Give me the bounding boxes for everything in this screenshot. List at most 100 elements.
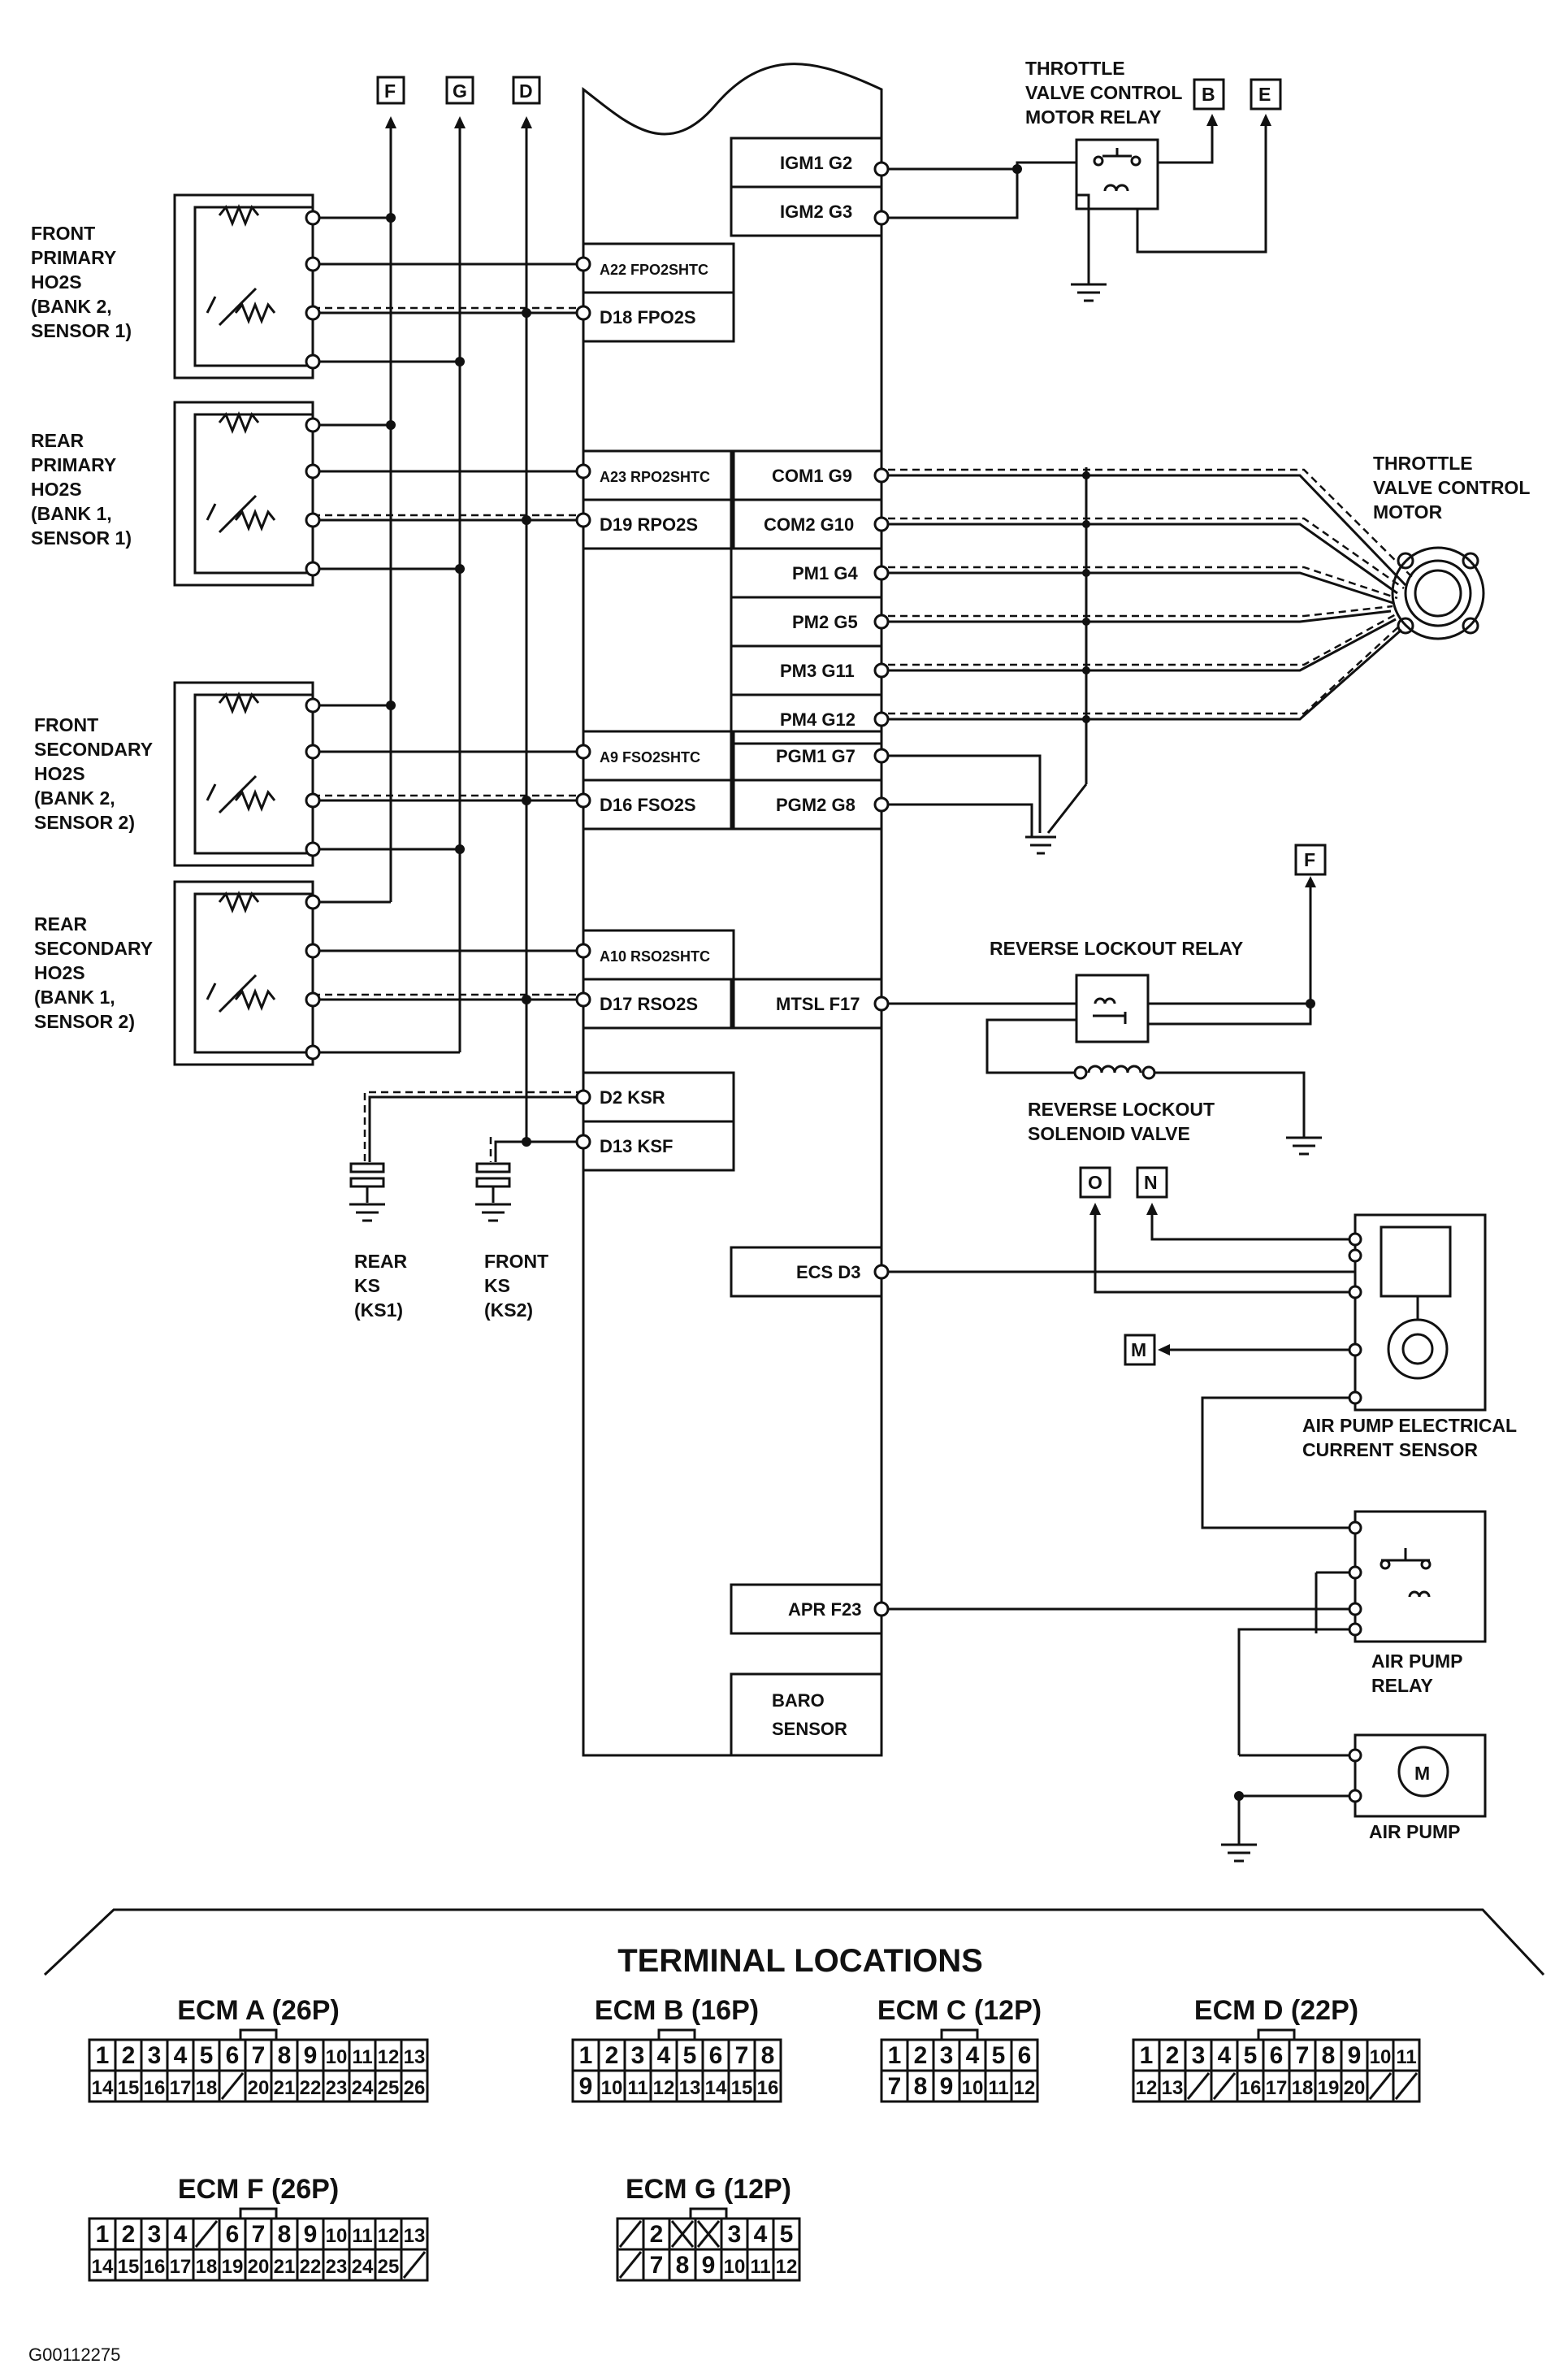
rp-label-2: HO2S xyxy=(31,479,82,500)
connector-pin-number: 3 xyxy=(148,2042,162,2069)
connector-pin-number: 11 xyxy=(352,2225,372,2247)
connector-pin-number: 15 xyxy=(118,2077,140,2099)
apr-label-1: RELAY xyxy=(1371,1675,1433,1696)
connector-pin-number: 10 xyxy=(326,2225,348,2247)
connector-pin-number: 10 xyxy=(1370,2046,1392,2068)
figure-id: G00112275 xyxy=(28,2344,120,2365)
connector-pin-number: 13 xyxy=(404,2046,426,2068)
tvcm-wires: THROTTLE VALVE CONTROL MOTOR xyxy=(888,453,1530,855)
pin-com2: COM2 G10 xyxy=(764,514,854,535)
fs-label-2: HO2S xyxy=(34,763,85,784)
connector-pin-number: 6 xyxy=(709,2042,723,2069)
connector-pin-number: 1 xyxy=(579,2042,593,2069)
fks-label-0: FRONT xyxy=(484,1251,548,1272)
pin-pm1: PM1 G4 xyxy=(792,563,858,583)
connector-pin-number: 1 xyxy=(96,2042,110,2069)
connector-cell xyxy=(1392,2069,1421,2103)
connector-pin-number: 9 xyxy=(702,2252,716,2279)
connector-pin-number: 9 xyxy=(1348,2042,1362,2069)
tvcm-label-0: THROTTLE xyxy=(1373,453,1473,474)
connector-pin-number: 10 xyxy=(601,2077,623,2099)
connector-pin-number: 15 xyxy=(731,2077,753,2099)
connector-pin-number: 23 xyxy=(326,2256,348,2278)
connector-pin-number: 12 xyxy=(776,2256,798,2278)
connector-pin-number: 5 xyxy=(683,2042,697,2069)
rlsv-label-0: REVERSE LOCKOUT xyxy=(1028,1099,1215,1120)
ho2s-sensors xyxy=(173,193,314,1066)
rlsv-label-1: SOLENOID VALVE xyxy=(1028,1123,1190,1144)
connector-pin-number: 12 xyxy=(378,2046,400,2068)
connector-pin-number: 21 xyxy=(274,2256,296,2278)
pin-pgm1: PGM1 G7 xyxy=(776,746,855,766)
connector-pin-number: 7 xyxy=(252,2221,266,2248)
connector-pin-number: 17 xyxy=(170,2256,192,2278)
connector-pin-number: 15 xyxy=(118,2256,140,2278)
connector-pin-number: 4 xyxy=(657,2042,671,2069)
connector-name: ECM F (26P) xyxy=(178,2174,339,2205)
rks-label-1: KS xyxy=(354,1275,380,1296)
connector-name: ECM B (16P) xyxy=(595,1995,759,2026)
ecm-outline xyxy=(582,63,883,1757)
pin-a23: A23 RPO2SHTC xyxy=(600,469,710,485)
pin-d19: D19 RPO2S xyxy=(600,514,698,535)
connector-pin-number: 20 xyxy=(248,2077,270,2099)
connector-pin-number: 7 xyxy=(735,2042,749,2069)
fks-label-1: KS xyxy=(484,1275,510,1296)
connector-pin-number: 6 xyxy=(226,2042,240,2069)
pin-d16: D16 FSO2S xyxy=(600,795,696,815)
ref-f: F xyxy=(384,80,396,102)
connector-pin-number: 9 xyxy=(940,2073,954,2100)
sensor-labels: FRONT PRIMARY HO2S (BANK 2, SENSOR 1) RE… xyxy=(31,223,548,1321)
connector-cell xyxy=(772,2248,801,2282)
apr-label-0: AIR PUMP xyxy=(1371,1650,1462,1672)
ref-m: M xyxy=(1131,1339,1146,1360)
connector-pin-number: 7 xyxy=(1296,2042,1310,2069)
pin-pm3: PM3 G11 xyxy=(780,661,855,681)
rp-label-4: SENSOR 1) xyxy=(31,527,132,549)
connector-pin-number: 2 xyxy=(122,2042,136,2069)
pin-apr: APR F23 xyxy=(788,1599,861,1620)
ref-n: N xyxy=(1144,1172,1158,1193)
connector-pin-number: 25 xyxy=(378,2256,400,2278)
connector-name: ECM D (22P) xyxy=(1194,1995,1358,2026)
connector-pin-number: 1 xyxy=(1140,2042,1154,2069)
connector-pin-number: 8 xyxy=(278,2221,292,2248)
sensor-wires xyxy=(313,216,583,1162)
connector-pin-number: 11 xyxy=(352,2046,372,2068)
rp-label-3: (BANK 1, xyxy=(31,503,112,524)
air-pump-relay: AIR PUMP RELAY xyxy=(888,1510,1487,1755)
connector-pin-number: 3 xyxy=(728,2221,742,2248)
ecm-pin-labels: IGM1 G2 IGM2 G3 A22 FPO2SHTC D18 FPO2S A… xyxy=(600,153,861,1739)
connector-pin-number: 8 xyxy=(278,2042,292,2069)
pin-a9: A9 FSO2SHTC xyxy=(600,749,700,766)
rs-label-1: SECONDARY xyxy=(34,938,153,959)
connector-pin-number: 3 xyxy=(940,2042,954,2069)
fs-label-3: (BANK 2, xyxy=(34,787,115,809)
rp-label-0: REAR xyxy=(31,430,84,451)
fp-label-2: HO2S xyxy=(31,271,82,293)
baro-label-2: SENSOR xyxy=(772,1719,847,1739)
connector-pin-number: 18 xyxy=(196,2256,218,2278)
connector-pin-number: 22 xyxy=(300,2256,322,2278)
connector-pin-number: 4 xyxy=(174,2221,188,2248)
connector-pin-number: 16 xyxy=(144,2077,166,2099)
connector-pin-number: 20 xyxy=(1344,2077,1366,2099)
air-pump-symbol: M xyxy=(1414,1763,1430,1784)
pin-d13: D13 KSF xyxy=(600,1136,673,1156)
connector-pin-number: 14 xyxy=(92,2077,114,2099)
connector-pin-number: 7 xyxy=(888,2073,902,2100)
connector-pin-number: 12 xyxy=(1014,2077,1036,2099)
cell-x-mark xyxy=(696,2220,721,2248)
connector-pin-number: 3 xyxy=(1192,2042,1206,2069)
pin-pm4: PM4 G12 xyxy=(780,709,855,730)
pin-igm1: IGM1 G2 xyxy=(780,153,852,173)
connector-pin-number: 9 xyxy=(579,2073,593,2100)
connector-pin-number: 16 xyxy=(1240,2077,1262,2099)
sensor-terminals xyxy=(305,210,591,1150)
connector-pin-number: 5 xyxy=(780,2221,794,2248)
